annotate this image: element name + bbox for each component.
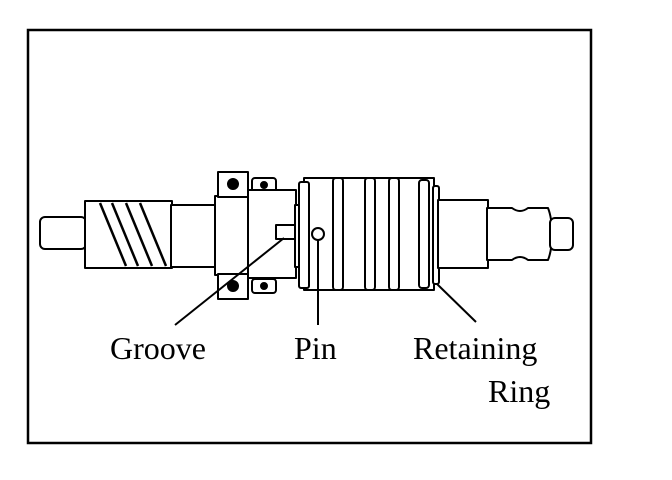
leader-lines <box>174 237 477 326</box>
retaining-ring-label-line2: Ring <box>488 373 550 409</box>
pin <box>311 227 325 241</box>
spline-hatching <box>98 202 168 267</box>
ring-flange-3 <box>364 177 376 291</box>
shaft-drawing <box>39 171 574 300</box>
upper-bolt <box>227 178 239 190</box>
ring-flange-1 <box>298 181 310 289</box>
ring-flange-5 <box>418 179 430 289</box>
upper-clip-dot <box>260 181 268 189</box>
retaining-ring-label-line1: Retaining <box>413 330 537 366</box>
left-shaft-stub <box>39 216 87 250</box>
pin-label: Pin <box>294 330 337 366</box>
retaining-ring-leader <box>436 283 477 323</box>
groove-label: Groove <box>110 330 206 366</box>
lower-clip-dot <box>260 282 268 290</box>
lower-bolt <box>227 280 239 292</box>
bearing-housing <box>214 195 250 276</box>
groove-leader <box>174 237 285 326</box>
ring-flange-2 <box>332 177 344 291</box>
right-shaft-stub <box>549 217 574 251</box>
right-shaft-taper <box>486 207 553 261</box>
transition-body <box>170 204 217 268</box>
figure-frame <box>26 28 593 445</box>
right-shaft-section <box>437 199 489 269</box>
ring-flange-4 <box>388 177 400 291</box>
